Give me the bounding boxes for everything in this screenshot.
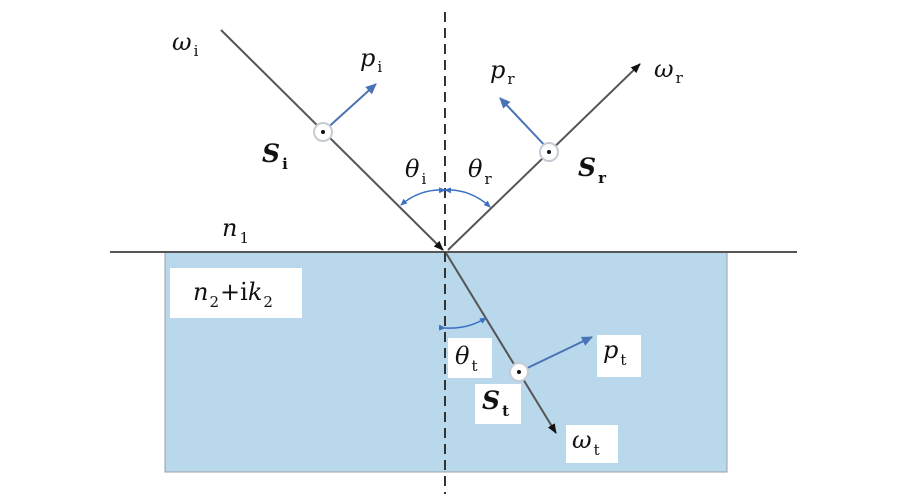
theta-i-arc [400, 187, 452, 206]
p-t-label-box [597, 335, 641, 377]
s-polarization-marker-reflected [539, 142, 559, 162]
p-i-arrow [322, 83, 377, 133]
omega-t-label-box [566, 425, 618, 463]
s-polarization-marker-transmitted [509, 362, 529, 382]
medium-index-label: n2+ik2 [193, 278, 273, 311]
transmitted-ray [445, 252, 557, 434]
s-t-label-box [475, 384, 521, 424]
incident-ray [220, 29, 444, 251]
theta-t-arc [438, 317, 487, 331]
p-r-arrow [499, 97, 550, 151]
theta-t-label-box [448, 338, 492, 378]
medium-label-box [170, 268, 302, 318]
theta-r-arc [438, 187, 491, 208]
s-polarization-marker-incident [313, 122, 333, 142]
p-t-arrow [518, 336, 593, 373]
